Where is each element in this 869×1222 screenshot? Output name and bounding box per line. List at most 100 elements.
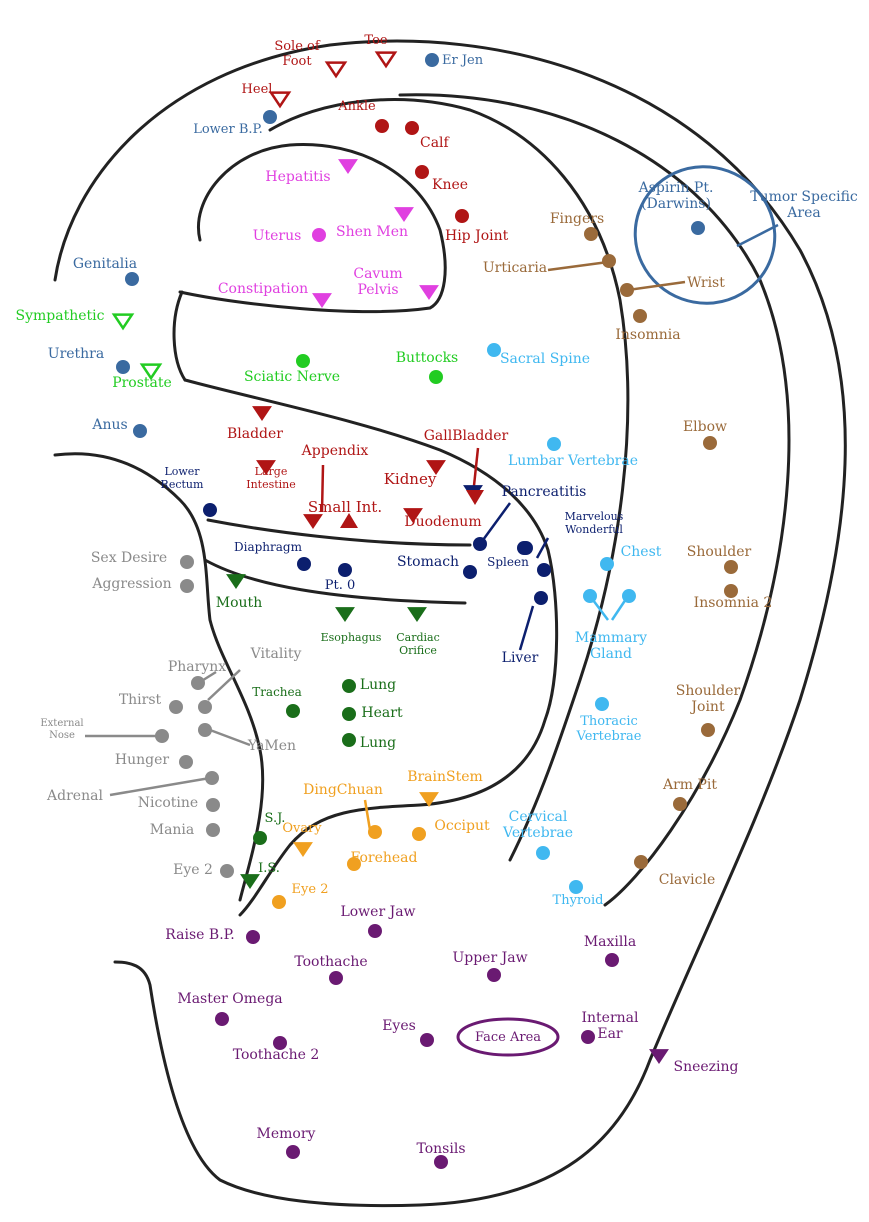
pt0-label: Pt. 0 xyxy=(325,578,356,593)
small_int-label: Small Int. xyxy=(308,498,382,516)
face-area-ellipse xyxy=(456,1017,560,1057)
brainstem-label: BrainStem xyxy=(407,769,483,785)
upper_jaw-label: Upper Jaw xyxy=(452,950,527,966)
is-marker xyxy=(240,874,260,890)
stomach-point-2 xyxy=(463,565,477,579)
tumor-specific-ellipse xyxy=(633,165,777,305)
er_jen-point xyxy=(425,53,439,67)
genitalia-label: Genitalia xyxy=(73,256,137,272)
thoracic_vertebrae-point xyxy=(595,697,609,711)
yamen-label: YaMen xyxy=(247,738,296,754)
toothache-label: Toothache xyxy=(294,954,367,970)
clavicle-point xyxy=(634,855,648,869)
bladder-marker xyxy=(252,406,272,422)
concha-lower xyxy=(203,558,467,605)
stomach-point xyxy=(473,537,487,551)
urethra-label: Urethra xyxy=(48,346,104,362)
sex_desire-label: Sex Desire xyxy=(91,550,167,566)
lung2-point xyxy=(342,733,356,747)
antihelix xyxy=(268,98,630,862)
gallbladder-marker xyxy=(466,490,484,505)
aggression-point xyxy=(180,579,194,593)
memory-label: Memory xyxy=(257,1126,316,1142)
sacral_spine-label: Sacral Spine xyxy=(500,351,590,367)
toothache2-point xyxy=(273,1036,287,1050)
spleen-label: Spleen xyxy=(487,555,529,569)
thirst-label: Thirst xyxy=(119,692,162,708)
mouth-label: Mouth xyxy=(216,595,262,611)
aspirin_pt-point xyxy=(691,221,705,235)
small_int-marker xyxy=(303,514,323,530)
wrist-label: Wrist xyxy=(687,275,725,291)
adrenal-label: Adrenal xyxy=(46,788,103,804)
ankle-point xyxy=(375,119,389,133)
lung2-label: Lung xyxy=(360,735,396,751)
trachea-label: Trachea xyxy=(252,685,302,699)
sacral_spine-point xyxy=(487,343,501,357)
prostate-label: Prostate xyxy=(112,375,172,391)
fingers-label: Fingers xyxy=(550,211,604,227)
heel-label: Heel xyxy=(242,82,273,97)
wrist-point xyxy=(620,283,634,297)
forehead-point xyxy=(347,857,361,871)
vitality-label: Vitality xyxy=(250,646,302,662)
ankle-label: Ankle xyxy=(337,99,376,114)
triangular-fossa-line xyxy=(172,290,187,382)
tumor-leader-line xyxy=(736,223,779,248)
eye2-label: Eye 2 xyxy=(292,882,329,897)
sole_of_foot-marker xyxy=(324,61,348,79)
urticaria-point xyxy=(602,254,616,268)
toothache-point xyxy=(329,971,343,985)
lumbar_vertebrae-point xyxy=(547,437,561,451)
pt0-point xyxy=(338,563,352,577)
uterus-label: Uterus xyxy=(253,228,302,244)
yamen-point xyxy=(198,723,212,737)
insomnia-label: Insomnia xyxy=(615,327,680,343)
memory-point xyxy=(286,1145,300,1159)
trachea-point xyxy=(286,704,300,718)
kidney-marker xyxy=(426,460,446,476)
internal_ear-point xyxy=(581,1030,595,1044)
acupoints xyxy=(111,51,738,1169)
maxilla-label: Maxilla xyxy=(584,934,636,950)
fingers-point xyxy=(584,227,598,241)
duodenum-label: Duodenum xyxy=(404,514,481,530)
sneezing-label: Sneezing xyxy=(673,1059,738,1075)
lower_jaw-point xyxy=(368,924,382,938)
sciatic_nerve-label: Sciatic Nerve xyxy=(244,369,340,385)
forehead-label: Forehead xyxy=(351,850,418,866)
lower_bp-label: Lower B.P. xyxy=(193,122,263,137)
eye2_left-point xyxy=(220,864,234,878)
sympathetic-marker xyxy=(111,313,135,331)
knee-label: Knee xyxy=(432,177,468,193)
mania-point xyxy=(206,823,220,837)
helix-inner xyxy=(398,93,791,907)
shoulder-label: Shoulder xyxy=(687,544,752,560)
small-int-marker-2 xyxy=(340,513,358,528)
occiput-label: Occiput xyxy=(434,818,490,834)
uterus-point xyxy=(312,228,326,242)
chest-point xyxy=(600,557,614,571)
toothache2-label: Toothache 2 xyxy=(233,1047,320,1063)
genitalia-point xyxy=(125,272,139,286)
aggression-label: Aggression xyxy=(91,576,171,592)
duodenum-marker xyxy=(403,508,423,524)
large_intestine-marker xyxy=(256,460,276,476)
cervical_vertebrae-point xyxy=(536,846,550,860)
raise_bp-label: Raise B.P. xyxy=(165,927,234,943)
toe-marker xyxy=(374,51,398,69)
ear-outline xyxy=(53,39,847,1208)
arm_pit-label: Arm Pit xyxy=(662,777,717,793)
bladder-label: Bladder xyxy=(227,426,283,442)
anus-label: Anus xyxy=(91,417,127,433)
pharynx-label: Pharynx xyxy=(168,659,226,675)
aspirin_pt-label: Aspirin Pt.(Darwins) xyxy=(638,180,714,212)
